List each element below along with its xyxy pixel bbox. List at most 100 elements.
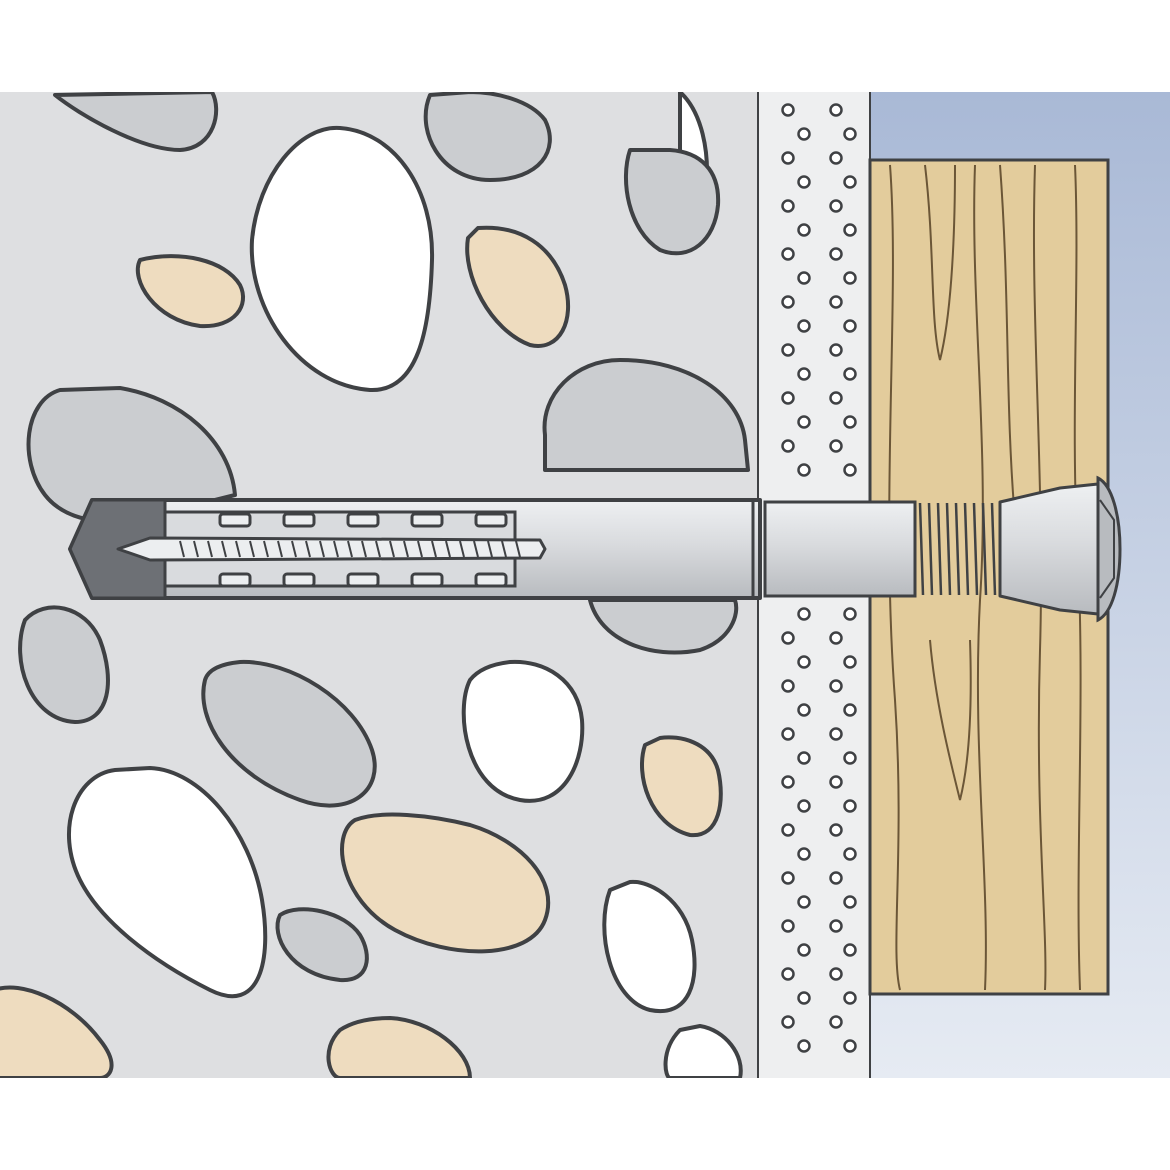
- plug-slot: [282, 512, 316, 528]
- plug-slot: [474, 512, 508, 528]
- plaster-pore: [781, 247, 795, 261]
- inner-screw-thread: [179, 540, 521, 558]
- plaster-pore: [781, 439, 795, 453]
- plaster-pore: [829, 919, 843, 933]
- plaster-pore: [843, 127, 857, 141]
- wood-grain: [888, 164, 1082, 991]
- plaster-pore: [781, 871, 795, 885]
- plug-slot: [410, 512, 444, 528]
- plaster-pore: [843, 703, 857, 717]
- plug-slot: [474, 572, 508, 588]
- stone: [53, 92, 219, 152]
- thread-line: [193, 540, 199, 558]
- plaster-pore: [843, 751, 857, 765]
- plaster-pore: [797, 127, 811, 141]
- plaster-pore: [829, 103, 843, 117]
- thread-line: [375, 540, 381, 558]
- stone: [326, 1016, 472, 1078]
- stone: [623, 148, 721, 256]
- plaster-pore: [797, 655, 811, 669]
- plaster-pore: [829, 775, 843, 789]
- plaster-pore: [843, 607, 857, 621]
- stone: [340, 812, 551, 954]
- plaster-pore: [797, 319, 811, 333]
- plaster-pore: [781, 199, 795, 213]
- plaster-pore: [797, 895, 811, 909]
- plaster-pore: [781, 151, 795, 165]
- plaster-pore: [843, 847, 857, 861]
- plaster-pore: [829, 151, 843, 165]
- thread-line: [431, 540, 437, 558]
- plaster-pore: [829, 727, 843, 741]
- thread-line: [954, 502, 961, 596]
- plaster-pore: [797, 271, 811, 285]
- thread-line: [305, 540, 311, 558]
- plug-slot: [218, 512, 252, 528]
- plaster-pore: [797, 991, 811, 1005]
- screw-thread: [918, 502, 997, 596]
- plaster-pore: [781, 919, 795, 933]
- plaster-pore: [797, 367, 811, 381]
- thread-line: [403, 540, 409, 558]
- thread-line: [918, 502, 925, 596]
- thread-line: [291, 540, 297, 558]
- stone: [588, 598, 739, 655]
- plaster-pore: [843, 799, 857, 813]
- thread-line: [473, 540, 479, 558]
- stone: [663, 1024, 743, 1078]
- thread-line: [945, 502, 952, 596]
- plaster-pore: [843, 415, 857, 429]
- thread-line: [515, 540, 521, 558]
- thread-line: [501, 540, 507, 558]
- plug-slot: [346, 512, 380, 528]
- thread-line: [963, 502, 970, 596]
- stone: [135, 254, 246, 329]
- thread-line: [417, 540, 423, 558]
- plaster-pore: [829, 1015, 843, 1029]
- frame-anchor-plug: [68, 498, 767, 600]
- thread-line: [179, 540, 185, 558]
- stone: [423, 92, 552, 182]
- plaster-pore: [829, 199, 843, 213]
- plaster-pore: [843, 271, 857, 285]
- plaster-pore: [829, 295, 843, 309]
- plaster-pore: [829, 823, 843, 837]
- stone: [461, 659, 585, 803]
- plaster-pore: [843, 223, 857, 237]
- plaster-pore: [781, 391, 795, 405]
- stone: [465, 225, 571, 348]
- stone: [542, 358, 750, 472]
- plaster-pore: [797, 799, 811, 813]
- plaster-pore: [797, 463, 811, 477]
- thread-line: [361, 540, 367, 558]
- screw-head: [1096, 475, 1122, 623]
- frame-anchor: [68, 475, 1122, 623]
- thread-line: [221, 540, 227, 558]
- plaster-pore: [781, 967, 795, 981]
- plaster-pore: [843, 655, 857, 669]
- plaster-pore: [829, 631, 843, 645]
- thread-line: [487, 540, 493, 558]
- plug-slot: [346, 572, 380, 588]
- aggregate-stones: [0, 92, 750, 1078]
- plaster-pore: [829, 679, 843, 693]
- plaster-pore: [797, 415, 811, 429]
- plaster-pore: [829, 391, 843, 405]
- plaster-pore: [829, 967, 843, 981]
- thread-line: [972, 502, 979, 596]
- plaster-pore: [781, 103, 795, 117]
- plaster-pore: [843, 319, 857, 333]
- plaster-pore: [797, 751, 811, 765]
- plaster-pore: [843, 463, 857, 477]
- stone: [640, 735, 723, 838]
- plug-slot: [218, 572, 252, 588]
- plaster-pore: [829, 343, 843, 357]
- thread-line: [445, 540, 451, 558]
- stone: [275, 907, 369, 983]
- plaster-pore: [829, 439, 843, 453]
- plaster-pore: [781, 727, 795, 741]
- stone: [249, 125, 435, 393]
- thread-line: [277, 540, 283, 558]
- stone: [602, 879, 697, 1014]
- plaster-pore: [797, 175, 811, 189]
